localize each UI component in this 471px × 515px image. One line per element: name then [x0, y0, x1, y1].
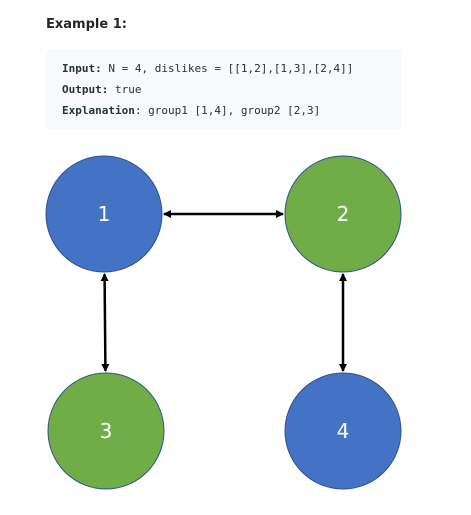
node-4-circle	[284, 372, 402, 490]
code-line-input: Input: N = 4, dislikes = [[1,2],[1,3],[2…	[62, 62, 353, 75]
node-1-circle	[45, 155, 163, 273]
code-value-output: true	[108, 83, 142, 96]
code-key-output: Output:	[62, 83, 109, 96]
code-key-input: Input:	[62, 62, 102, 75]
code-line-explanation: Explanation: group1 [1,4], group2 [2,3]	[62, 104, 320, 117]
code-value-input: N = 4, dislikes = [[1,2],[1,3],[2,4]]	[101, 62, 354, 75]
node-4-label: 4	[337, 419, 350, 443]
node-2-label: 2	[337, 202, 350, 226]
code-line-output: Output: true	[62, 83, 141, 96]
node-2-circle	[284, 155, 402, 273]
node-3-label: 3	[100, 419, 113, 443]
node-1-label: 1	[98, 202, 111, 226]
code-value-explanation: : group1 [1,4], group2 [2,3]	[134, 104, 321, 117]
graph-edges	[100, 210, 347, 373]
code-key-explanation: Explanation	[62, 104, 135, 117]
graph-nodes: 1 2 3 4	[45, 155, 402, 490]
example-heading: Example 1:	[46, 17, 127, 32]
edge-1-3-arrow	[100, 272, 110, 373]
node-3-circle	[47, 372, 165, 490]
code-block: Input: N = 4, dislikes = [[1,2],[1,3],[2…	[46, 49, 401, 129]
